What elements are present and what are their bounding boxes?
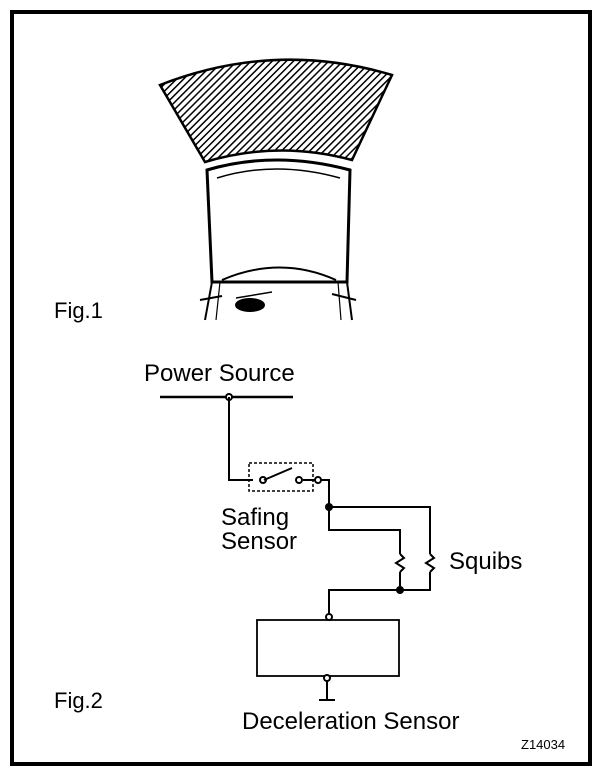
figure-code: Z14034: [521, 737, 566, 752]
safing-sensor-label-line2: Sensor: [221, 528, 298, 555]
power-source-label: Power Source: [144, 360, 295, 387]
deceleration-sensor-label: Deceleration Sensor: [242, 708, 460, 735]
airbag-circuit: [160, 393, 436, 701]
safing-sensor-box: [248, 462, 314, 492]
safing-sensor-label-line1: Safing: [221, 504, 290, 531]
squib-2: [424, 553, 436, 573]
squibs-label: Squibs: [449, 548, 523, 575]
fig1-label: Fig.1: [54, 298, 103, 323]
deceleration-sensor-box: [256, 619, 400, 677]
squib-1: [394, 553, 406, 573]
steering-column-illustration: [158, 58, 394, 321]
fig2-label: Fig.2: [54, 688, 103, 713]
